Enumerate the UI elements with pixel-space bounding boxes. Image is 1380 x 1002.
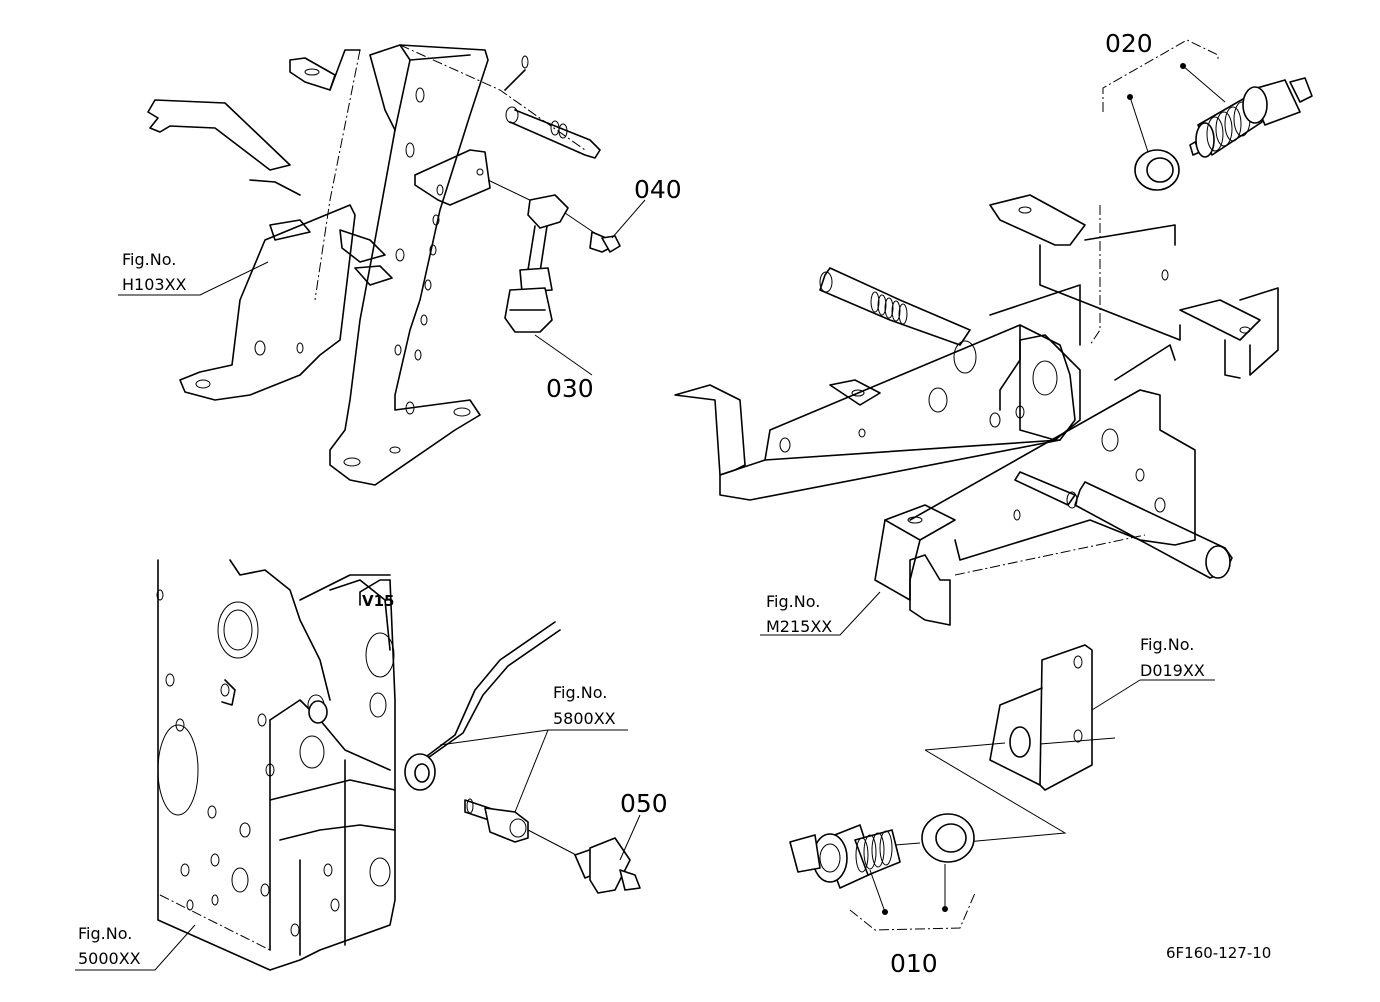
- pedal-bracket-assembly: [147, 44, 601, 486]
- switch-010-illustration: [789, 813, 975, 915]
- fig-ref-prefix: Fig.No.: [122, 250, 176, 269]
- part-number-020[interactable]: 020: [1105, 29, 1153, 58]
- oil-pipe-assembly: [404, 621, 641, 894]
- fig-ref-prefix: Fig.No.: [1140, 635, 1194, 654]
- fig-ref-5000xx[interactable]: Fig.No. 5000XX: [78, 924, 141, 968]
- sensor-020-illustration: [1127, 63, 1313, 191]
- bolt-040-illustration: [564, 212, 621, 253]
- pedal-switch-030-illustration: [487, 179, 569, 333]
- fig-ref-number: H103XX: [122, 275, 187, 294]
- fig-ref-number: M215XX: [766, 617, 832, 636]
- frame-assembly: [674, 194, 1279, 626]
- engine-marking: V15: [362, 592, 394, 610]
- fig-ref-prefix: Fig.No.: [553, 683, 607, 702]
- fig-ref-number: 5800XX: [553, 709, 616, 728]
- fig-ref-h103xx[interactable]: Fig.No. H103XX: [122, 250, 187, 294]
- part-number-030[interactable]: 030: [546, 374, 594, 403]
- fig-ref-prefix: Fig.No.: [78, 924, 132, 943]
- fig-ref-number: D019XX: [1140, 661, 1205, 680]
- group-bracket-010: [849, 892, 976, 931]
- drawing-code: 6F160-127-10: [1166, 944, 1271, 962]
- fig-ref-m215xx[interactable]: Fig.No. M215XX: [766, 592, 832, 636]
- part-number-050[interactable]: 050: [620, 789, 668, 818]
- leader-lines: [75, 199, 1215, 971]
- fig-ref-prefix: Fig.No.: [766, 592, 820, 611]
- mounting-plate-d019: [924, 644, 1116, 844]
- fig-ref-5800xx[interactable]: Fig.No. 5800XX: [553, 683, 616, 728]
- part-number-040[interactable]: 040: [634, 175, 682, 204]
- fig-ref-number: 5000XX: [78, 949, 141, 968]
- engine-block: V15: [156, 559, 396, 971]
- fig-ref-d019xx[interactable]: Fig.No. D019XX: [1140, 635, 1205, 680]
- part-number-010[interactable]: 010: [890, 949, 938, 978]
